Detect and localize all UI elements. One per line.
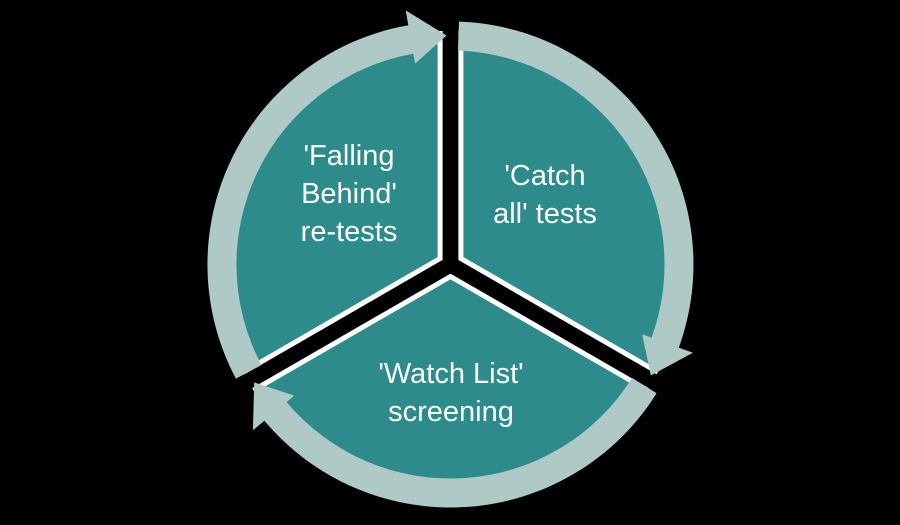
segment-label: 'Watch List' screening bbox=[378, 358, 523, 428]
ring-arrow-watch-list-screening bbox=[252, 377, 657, 508]
segment-label-line: re-tests bbox=[301, 216, 398, 248]
ring-arrow-catch-all-tests bbox=[458, 21, 694, 376]
segment-catch-all-tests: 'Catch all' tests bbox=[458, 21, 694, 376]
segment-label-line: 'Falling bbox=[304, 140, 395, 172]
segment-label-line: Behind' bbox=[301, 178, 397, 210]
segment-watch-list-screening: 'Watch List' screening bbox=[252, 273, 657, 508]
segment-label-line: 'Catch bbox=[504, 160, 585, 192]
segment-label: 'Catch all' tests bbox=[493, 160, 597, 230]
segment-label-line: screening bbox=[388, 396, 514, 428]
ring-arrow-falling-behind-re-tests bbox=[207, 10, 447, 379]
segment-label-line: all' tests bbox=[493, 198, 597, 230]
segment-label-line: 'Watch List' bbox=[378, 358, 523, 390]
